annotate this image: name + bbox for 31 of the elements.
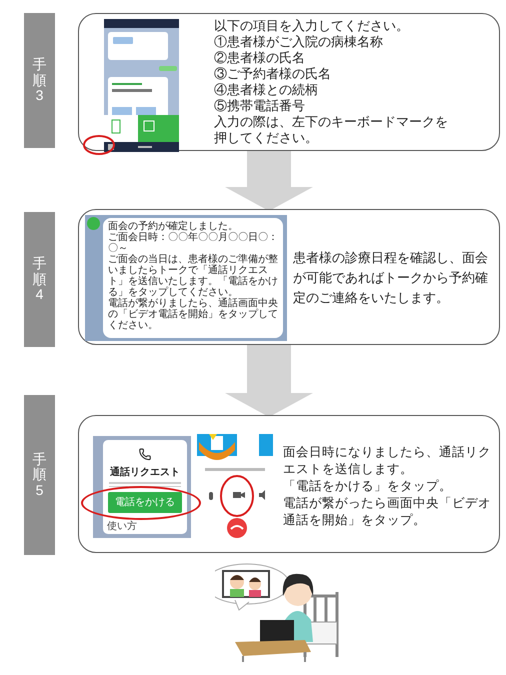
step-tab: [24, 395, 55, 555]
flow-arrow: [225, 151, 313, 211]
call-button: 電話をかける: [108, 492, 182, 513]
instruction-text: 電話が繋がったら画面中央「ビデオ通話を開始」をタップ。: [283, 495, 492, 529]
instruction-text: ④患者様との続柄: [214, 82, 319, 98]
step-label: 手順3: [32, 57, 46, 104]
instruction-text: ②患者様の氏名: [214, 50, 306, 66]
message-text: ご面会の当日は、患者様のご準備が整いましたらトークで「通話リクエスト」を送信いたします。「電話をかける」をタップしてください。: [108, 254, 278, 298]
instruction-text: 以下の項目を入力してください。: [214, 18, 410, 34]
message-text: 電話が繋がりましたら、通話画面中央の「ビデオ電話を開始」をタップしてください。: [108, 298, 278, 331]
message-text: 面会の予約が確定しました。: [108, 221, 239, 232]
instruction-text: 面会日時になりましたら、通話リクエストを送信します。: [283, 444, 492, 478]
request-title: 通話リクエスト: [110, 466, 180, 480]
step-card: [78, 209, 500, 345]
instruction-text: 「電話をかける」をタップ。: [283, 478, 453, 495]
flow-arrow: [225, 345, 313, 417]
instruction-text: 入力の際は、左下のキーボードマークを押してください。: [214, 114, 449, 146]
app-screenshot: [104, 19, 179, 152]
step-label: 手順5: [32, 452, 46, 498]
step-tab: [24, 13, 55, 148]
call-request-screenshot: [93, 436, 191, 538]
instruction-text: ⑤携帯電話番号: [214, 98, 306, 114]
help-link: 使い方: [107, 520, 137, 534]
message-text: ご面会日時：〇〇年〇〇月〇〇日〇：〇～: [108, 232, 278, 254]
chat-screenshot: [85, 215, 287, 341]
step-card: [78, 415, 500, 553]
instruction-text: ①患者様がご入院の病棟名称: [214, 34, 384, 50]
step-label: 手順4: [32, 256, 46, 303]
instruction-text: 患者様の診療日程を確認し、面会が可能であればトークから予約確定のご連絡をいたします。: [293, 249, 489, 307]
instruction-text: ③ご予約者様の氏名: [214, 66, 332, 82]
step-tab: [24, 212, 55, 347]
